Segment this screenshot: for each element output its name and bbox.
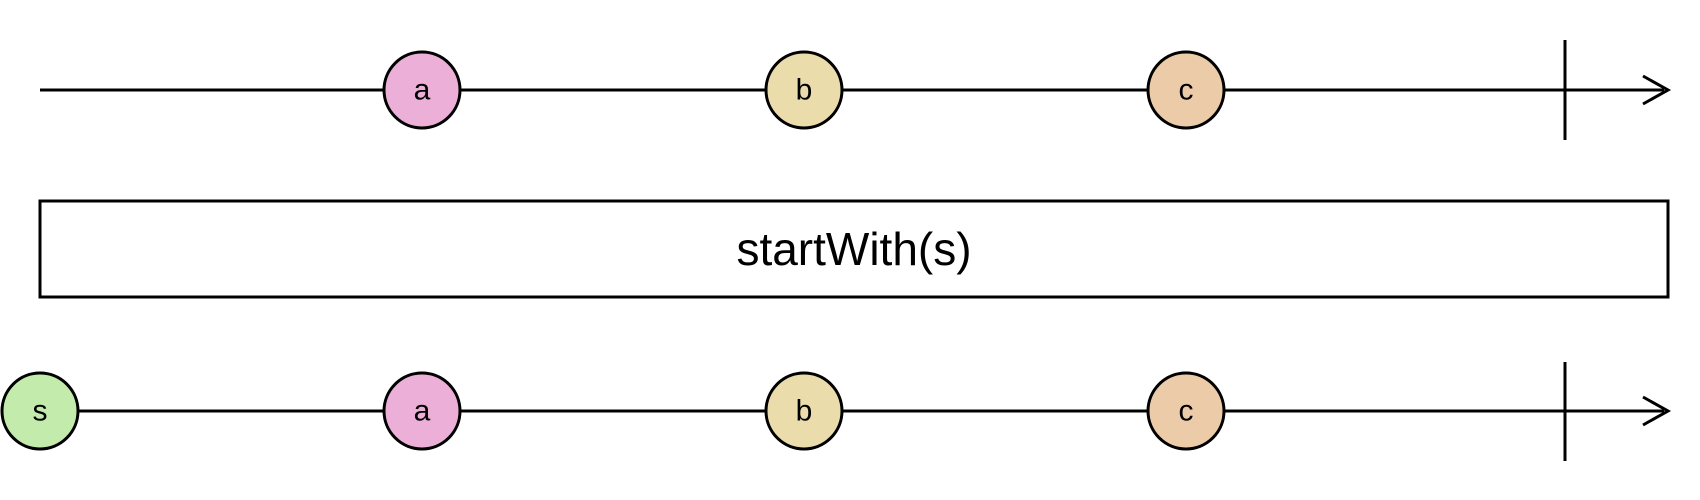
source-marble-a-label: a	[414, 74, 431, 107]
result-marble-b-circle	[764, 371, 844, 451]
source-marble-c-circle	[1146, 50, 1226, 130]
result-marble-a: a	[382, 371, 462, 451]
result-marble-b-label: b	[796, 395, 813, 428]
result-marble-c-label: c	[1179, 395, 1194, 428]
operator-box: startWith(s)	[38, 199, 1670, 299]
result-marble-s: s	[0, 371, 80, 451]
result-marble-a-label: a	[414, 395, 431, 428]
result-marble-c: c	[1146, 371, 1226, 451]
source-marble-b-label: b	[796, 74, 813, 107]
source-marble-c-label: c	[1179, 74, 1194, 107]
source-timeline: a b c	[40, 40, 1672, 140]
source-marble-b-circle	[764, 50, 844, 130]
result-marble-c-circle	[1146, 371, 1226, 451]
source-marble-a: a	[382, 50, 462, 130]
source-marble-c: c	[1146, 50, 1226, 130]
operator-label: startWith(s)	[736, 223, 971, 275]
source-timeline-arrow-icon	[1642, 74, 1672, 106]
result-marble-s-circle	[0, 371, 80, 451]
result-marble-b: b	[764, 371, 844, 451]
result-timeline-arrow-icon	[1642, 395, 1672, 427]
result-marble-s-label: s	[33, 395, 48, 428]
source-marble-b: b	[764, 50, 844, 130]
operator-box-frame	[38, 199, 1670, 299]
source-marble-a-circle	[382, 50, 462, 130]
result-timeline: s a b c	[0, 362, 1672, 461]
result-marble-a-circle	[382, 371, 462, 451]
